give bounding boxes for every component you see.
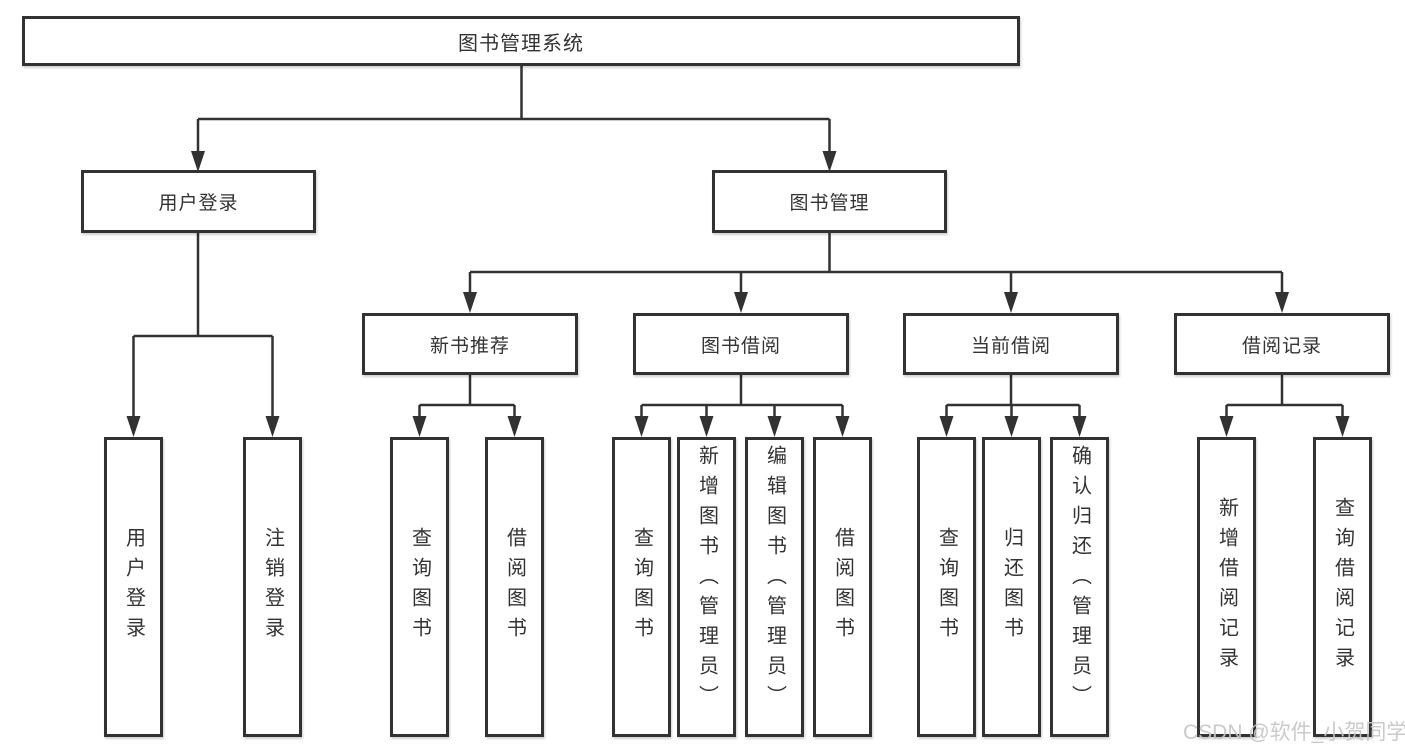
leaf-add-book-admin-label: 新增图书（管理员）	[695, 445, 718, 715]
node-borrowing-records-label: 借阅记录	[1241, 335, 1322, 357]
leaf-query-borrow-record: 查询借阅记录	[1313, 437, 1372, 737]
leaf-query-book-current-label: 查询图书	[935, 527, 958, 647]
node-root-library-system: 图书管理系统	[22, 16, 1020, 66]
leaf-user-login-label: 用户登录	[122, 527, 145, 647]
leaf-confirm-return-admin: 确认归还（管理员）	[1050, 437, 1109, 737]
leaf-add-book-admin: 新增图书（管理员）	[677, 437, 736, 737]
leaf-borrow-book: 借阅图书	[813, 437, 872, 737]
leaf-add-borrow-record: 新增借阅记录	[1197, 437, 1256, 737]
leaf-user-login: 用户登录	[104, 437, 163, 737]
leaf-query-book-recommend-label: 查询图书	[408, 527, 431, 647]
leaf-logout: 注销登录	[243, 437, 302, 737]
leaf-query-book-borrowing-label: 查询图书	[630, 527, 653, 647]
leaf-borrow-book-recommend-label: 借阅图书	[503, 527, 526, 647]
node-book-borrowing: 图书借阅	[633, 313, 849, 375]
leaf-query-book-borrowing: 查询图书	[612, 437, 671, 737]
leaf-query-book-current: 查询图书	[917, 437, 976, 737]
arrowheads	[126, 151, 1350, 437]
leaf-confirm-return-admin-label: 确认归还（管理员）	[1068, 445, 1091, 715]
node-current-borrowing: 当前借阅	[903, 313, 1119, 375]
leaf-logout-label: 注销登录	[261, 527, 284, 647]
leaf-return-book: 归还图书	[982, 437, 1041, 737]
node-user-login-label: 用户登录	[158, 193, 239, 214]
node-book-management: 图书管理	[712, 170, 947, 233]
leaf-query-borrow-record-label: 查询借阅记录	[1331, 497, 1354, 677]
leaf-return-book-label: 归还图书	[1000, 527, 1023, 647]
leaf-borrow-book-label: 借阅图书	[831, 527, 854, 647]
node-current-borrowing-label: 当前借阅	[970, 335, 1051, 357]
node-root-label: 图书管理系统	[458, 32, 584, 55]
leaf-borrow-book-recommend: 借阅图书	[485, 437, 544, 737]
csdn-watermark: CSDN @软件_小贺同学	[1183, 721, 1405, 744]
node-book-borrowing-label: 图书借阅	[700, 335, 781, 357]
node-book-management-label: 图书管理	[789, 193, 870, 214]
leaf-edit-book-admin-label: 编辑图书（管理员）	[763, 445, 786, 715]
node-new-book-recommendation: 新书推荐	[362, 313, 578, 375]
node-borrowing-records: 借阅记录	[1174, 313, 1390, 375]
node-new-book-recommendation-label: 新书推荐	[429, 335, 510, 357]
leaf-edit-book-admin: 编辑图书（管理员）	[745, 437, 804, 737]
node-user-login: 用户登录	[81, 170, 316, 233]
leaf-add-borrow-record-label: 新增借阅记录	[1215, 497, 1238, 677]
leaf-query-book-recommend: 查询图书	[390, 437, 449, 737]
